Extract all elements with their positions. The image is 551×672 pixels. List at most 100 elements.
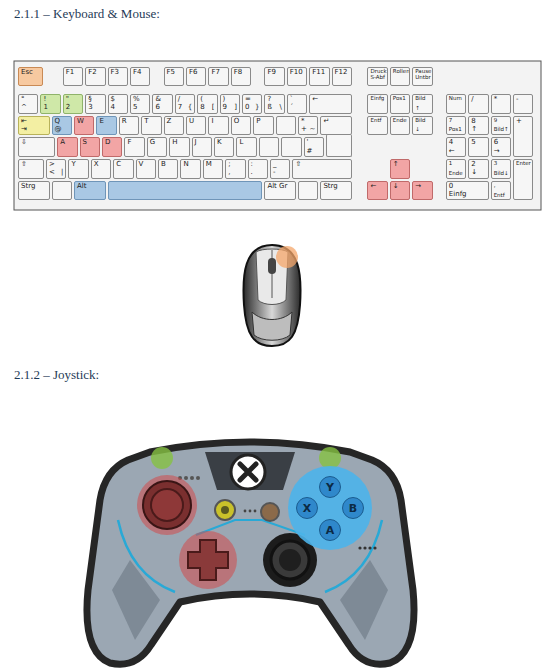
key-label: L: [239, 139, 243, 146]
key-label: I: [211, 118, 213, 125]
key-label: Esc: [21, 69, 33, 76]
keyboard-key: B: [158, 159, 178, 179]
blank-key: [281, 137, 301, 157]
key-label: F8: [234, 69, 242, 76]
key-label: >: [49, 161, 55, 168]
key-label: J: [195, 139, 197, 146]
key-label: ↑: [471, 126, 477, 133]
keyboard-key: F6: [186, 67, 206, 86]
keyboard-key: °^: [18, 94, 38, 114]
key-label: →: [494, 148, 500, 155]
key-label: (: [200, 96, 203, 103]
keyboard-key: F5: [164, 67, 184, 86]
face-button: X: [296, 497, 318, 519]
key-label: G: [150, 139, 155, 146]
face-button: A: [319, 519, 341, 541]
key-label: ⇤: [21, 118, 27, 125]
key-label: D: [105, 139, 110, 146]
key-label: F7: [211, 69, 219, 76]
keyboard-key: D: [102, 137, 122, 157]
key-label: P: [256, 118, 260, 125]
keyboard-key: 6→: [491, 137, 511, 157]
keyboard-key: +: [513, 116, 533, 157]
key-label: 9: [223, 104, 227, 111]
keyboard-key: ⇩: [18, 137, 55, 157]
key-label: -: [273, 169, 276, 176]
key-label: ,: [228, 169, 230, 176]
keyboard-key: ><|: [46, 159, 66, 179]
key-label: Y: [71, 161, 75, 168]
key-label: <: [49, 169, 55, 176]
keyboard-key: Einfg: [367, 94, 387, 114]
key-label: ↓: [393, 183, 399, 190]
key-label: 9: [494, 118, 498, 124]
key-label: :: [251, 161, 253, 168]
blank-key: [52, 181, 72, 201]
key-label: F10: [290, 69, 303, 76]
key-label: }: [255, 104, 259, 111]
keyboard-key: =0}: [242, 94, 262, 114]
key-label: Pos1: [393, 96, 406, 102]
key-label: F: [127, 139, 131, 146]
key-label: ]: [234, 104, 237, 111]
key-label: Bild: [415, 96, 425, 102]
keyboard-key: Alt: [74, 181, 106, 201]
blank-key: [298, 181, 318, 201]
keyboard-key: §3: [85, 94, 105, 114]
key-label: ⇧: [21, 161, 27, 168]
key-label: ←: [449, 148, 455, 155]
keyboard-key: I: [208, 116, 228, 136]
button-letter: Y: [326, 481, 334, 494]
key-label: $: [111, 96, 115, 103]
keyboard-key: Ende: [390, 116, 410, 136]
keyboard-key: 1Ende: [446, 159, 466, 179]
key-label: Pause Untbr: [415, 69, 431, 81]
keyboard-key: *+~: [298, 116, 318, 136]
key-label: ß: [267, 104, 271, 111]
keyboard-key: H: [169, 137, 189, 157]
keyboard-key: T: [141, 116, 161, 136]
key-label: /: [178, 96, 180, 103]
key-label: N: [183, 161, 188, 168]
keyboard-key: Pos1: [390, 94, 410, 114]
key-label: _: [273, 161, 277, 168]
key-label: F2: [88, 69, 96, 76]
key-label: ,: [494, 183, 496, 189]
key-label: ): [223, 96, 226, 103]
blank-key: [259, 137, 279, 157]
key-label: B: [161, 161, 166, 168]
key-label: Z: [167, 118, 172, 125]
key-label: ;: [228, 161, 230, 168]
key-label: O: [234, 118, 240, 125]
key-label: ^: [21, 104, 27, 111]
keyboard-key: _-: [270, 159, 290, 179]
keyboard-key: &6: [152, 94, 172, 114]
key-label: V: [139, 161, 144, 168]
keyboard-key: "2: [63, 94, 83, 114]
key-label: S: [83, 139, 87, 146]
key-label: 0: [245, 104, 249, 111]
key-label: #: [307, 148, 313, 155]
key-label: X: [94, 161, 99, 168]
key-label: ⇧: [295, 161, 301, 168]
keyboard-key: ,Entf: [491, 181, 511, 201]
key-label: 1: [449, 161, 453, 167]
keyboard-key: Bild ↑: [412, 94, 432, 114]
keyboard-key: ⇧: [292, 159, 352, 179]
key-label: Bild↑: [494, 127, 509, 133]
keyboard-key: W: [74, 116, 94, 136]
keyboard-key: 8↑: [468, 116, 488, 136]
key-label: ?: [267, 96, 271, 103]
keyboard-key: F1: [63, 67, 83, 86]
key-label: ↑: [415, 106, 420, 112]
key-label: ": [66, 96, 69, 103]
keyboard-frame: [14, 61, 541, 210]
key-label: Num: [449, 96, 462, 102]
key-label: ↑: [393, 161, 399, 168]
key-label: F5: [167, 69, 175, 76]
keyboard-key: 0Einfg: [446, 181, 489, 201]
controller-drawing: [87, 442, 414, 664]
key-label: 1: [43, 104, 47, 111]
key-label: R: [122, 118, 127, 125]
key-label: Pos1: [449, 127, 462, 133]
